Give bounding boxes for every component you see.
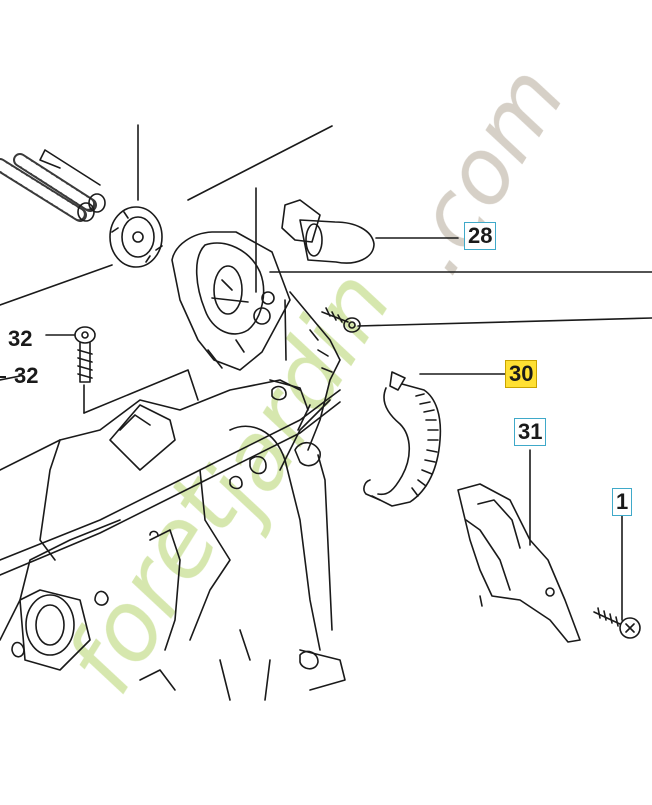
callout-1[interactable]: 1 — [612, 488, 633, 516]
crankcase-body — [0, 369, 346, 701]
callout-32-upper[interactable]: 32 — [8, 326, 33, 351]
callout-32-lower-dash — [0, 376, 6, 378]
watermark-com: .com — [380, 49, 586, 292]
callout-30[interactable]: 30 — [505, 360, 538, 388]
part-1-screw — [593, 607, 641, 639]
lever-bracket — [269, 291, 341, 451]
bushing-ring — [109, 206, 163, 268]
part-28-plug — [281, 199, 459, 264]
callout-32-lower[interactable]: 32 — [14, 363, 39, 388]
part-30-band — [363, 371, 442, 507]
screw-middle — [321, 307, 361, 333]
small-fasteners — [149, 530, 319, 670]
cylinder-housing — [171, 231, 291, 371]
spring-rods — [0, 149, 106, 222]
callout-31[interactable]: 31 — [514, 418, 547, 446]
screw-32 — [45, 326, 96, 414]
callout-28[interactable]: 28 — [464, 222, 497, 250]
part-31-cover — [457, 483, 581, 643]
